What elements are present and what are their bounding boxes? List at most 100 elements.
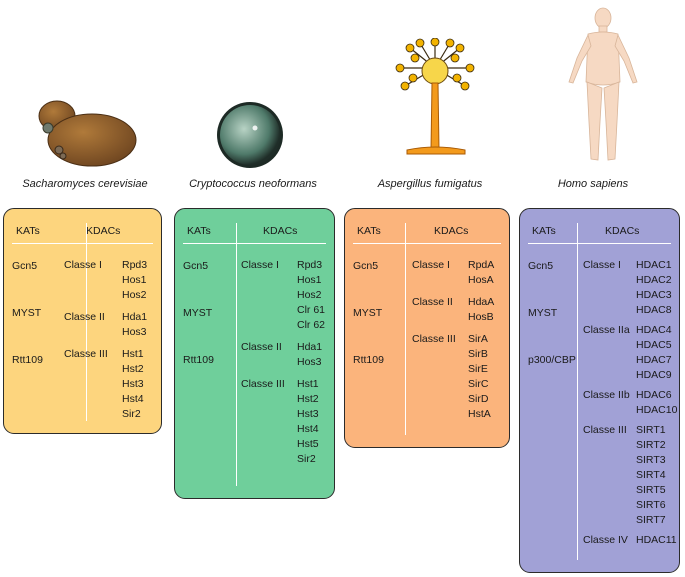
kdacs-header: KDACs: [605, 225, 640, 237]
kdac-class-label: Classe III: [583, 424, 627, 436]
kdac-enzyme: Hst1: [122, 348, 144, 360]
kdac-enzyme: HDAC6: [636, 389, 672, 401]
kat-name: MYST: [183, 307, 213, 319]
kat-name: Rtt109: [183, 354, 214, 366]
kdac-enzyme: Rpd3: [297, 259, 323, 271]
header-divider: [183, 243, 326, 244]
species-name: Homo sapiens: [557, 178, 629, 190]
kat-name: Rtt109: [12, 354, 43, 366]
kdac-enzyme: Hst1: [297, 378, 319, 390]
kat-name: Gcn5: [528, 260, 554, 272]
kdac-enzyme: SIRT6: [636, 499, 666, 511]
column-divider: [405, 223, 406, 435]
kdac-enzyme: Hst3: [122, 378, 144, 390]
kdac-enzyme: RpdA: [468, 259, 495, 271]
kdac-class-label: Classe III: [64, 348, 108, 360]
kdac-enzyme: Clr 61: [297, 304, 326, 316]
kdac-enzyme: Rpd3: [122, 259, 148, 271]
kdac-enzyme: HDAC11: [636, 534, 677, 546]
kdac-class-label: Classe I: [64, 259, 102, 271]
kdac-enzyme: SIRT2: [636, 439, 666, 451]
kdac-class-label: Classe II: [64, 311, 105, 323]
kdac-enzyme: Hos1: [122, 274, 147, 286]
kdac-enzyme: HDAC1: [636, 259, 672, 271]
kdac-enzyme: SirA: [468, 333, 488, 345]
kdac-enzyme: Hst2: [122, 363, 144, 375]
species-name: Aspergillus fumigatus: [377, 178, 483, 190]
kat-name: p300/CBP: [528, 354, 576, 366]
kdac-class-label: Classe IIa: [583, 324, 630, 336]
kat-name: Gcn5: [183, 260, 209, 272]
kdac-enzyme: SirC: [468, 378, 489, 390]
kdac-enzyme: SirD: [468, 393, 489, 405]
kdac-class-label: Classe III: [241, 378, 285, 390]
kdac-enzyme: SirB: [468, 348, 488, 360]
kdac-enzyme: Clr 62: [297, 319, 326, 331]
kdac-class-label: Classe I: [241, 259, 279, 271]
kats-header: KATs: [532, 225, 556, 237]
kdac-enzyme: HDAC5: [636, 339, 672, 351]
kdac-enzyme: Hos3: [297, 356, 322, 368]
kdac-enzyme: Hst4: [122, 393, 144, 405]
kdac-class-label: Classe II: [241, 341, 282, 353]
kdac-enzyme: SIRT7: [636, 514, 666, 526]
kdac-enzyme: SIRT4: [636, 469, 666, 481]
kdac-enzyme: Hst3: [297, 408, 319, 420]
column-divider: [236, 223, 237, 486]
kat-name: MYST: [12, 307, 42, 319]
kdac-enzyme: HdaA: [468, 296, 495, 308]
kdac-enzyme: SIRT5: [636, 484, 666, 496]
kdac-enzyme: SIRT3: [636, 454, 666, 466]
kdac-enzyme: Hos2: [122, 289, 147, 301]
kdac-enzyme: HDAC9: [636, 369, 672, 381]
kdac-class-label: Classe I: [412, 259, 450, 271]
kdacs-header: KDACs: [434, 225, 469, 237]
species-name: Cryptococcus neoformans: [189, 178, 317, 190]
kdac-enzyme: HDAC7: [636, 354, 672, 366]
kdac-enzyme: HosB: [468, 311, 494, 323]
kdac-enzyme: Hda1: [122, 311, 148, 323]
kats-header: KATs: [357, 225, 381, 237]
kdac-class-label: Classe IIb: [583, 389, 630, 401]
kat-name: MYST: [528, 307, 558, 319]
kdac-enzyme: Hst2: [297, 393, 319, 405]
kdac-class-label: Classe II: [412, 296, 453, 308]
kdac-enzyme: Sir2: [122, 408, 141, 420]
column-divider: [577, 223, 578, 560]
kdac-enzyme: HDAC3: [636, 289, 672, 301]
kat-name: Rtt109: [353, 354, 384, 366]
header-divider: [353, 243, 501, 244]
kdac-enzyme: Hst5: [297, 438, 319, 450]
yeast-icon: [38, 100, 137, 167]
kdac-enzyme: HDAC4: [636, 324, 672, 336]
species-name: Sacharomyces cerevisiae: [22, 178, 148, 190]
aspergillus-icon: [395, 38, 475, 155]
kdac-enzyme: HstA: [468, 408, 491, 420]
kdac-enzyme: HDAC10: [636, 404, 678, 416]
kdac-class-label: Classe I: [583, 259, 621, 271]
kdac-enzyme: Hos3: [122, 326, 147, 338]
kdac-enzyme: SirE: [468, 363, 488, 375]
kat-name: Gcn5: [12, 260, 38, 272]
kdac-class-label: Classe IV: [583, 534, 628, 546]
kdac-enzyme: Hos1: [297, 274, 322, 286]
kdac-enzyme: HosA: [468, 274, 494, 286]
kat-name: MYST: [353, 307, 383, 319]
kdac-class-label: Classe III: [412, 333, 456, 345]
kdac-enzyme: Sir2: [297, 453, 316, 465]
header-divider: [528, 243, 671, 244]
kats-header: KATs: [187, 225, 211, 237]
kdac-enzyme: Hda1: [297, 341, 323, 353]
column-divider: [86, 223, 87, 421]
header-divider: [12, 243, 153, 244]
kdacs-header: KDACs: [86, 225, 121, 237]
kdac-enzyme: SIRT1: [636, 424, 666, 436]
kdac-enzyme: HDAC2: [636, 274, 672, 286]
kats-header: KATs: [16, 225, 40, 237]
kdac-enzyme: HDAC8: [636, 304, 672, 316]
kdac-enzyme: Hos2: [297, 289, 322, 301]
